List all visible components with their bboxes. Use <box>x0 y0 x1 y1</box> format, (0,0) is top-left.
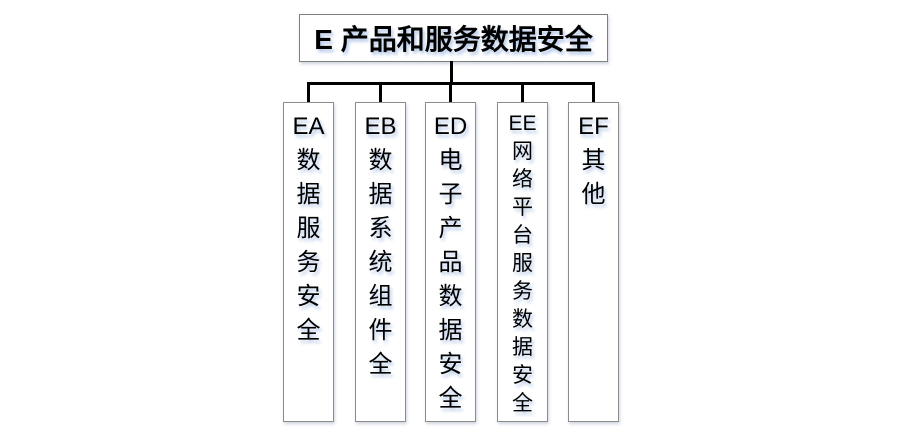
child-node-label: 数据系统组件全 <box>368 147 393 378</box>
root-node-label: E 产品和服务数据安全 <box>314 24 593 55</box>
connector-drop <box>379 82 382 103</box>
child-node-code: EA <box>292 113 325 140</box>
child-node-label: 电子产品数据安全 <box>438 147 463 412</box>
connector-stem <box>450 61 453 83</box>
child-node-label: 数据服务安全 <box>296 147 321 344</box>
child-node-code: EB <box>364 113 397 140</box>
child-node-code: EE <box>508 112 537 135</box>
root-node: E 产品和服务数据安全 <box>299 14 608 62</box>
child-node-ed: ED 电子产品数据安全 <box>425 102 476 422</box>
child-node-ee: EE 网络平台服务数据安全 <box>497 102 548 422</box>
child-node-ea: EA 数据服务安全 <box>283 102 334 422</box>
connector-drop <box>592 82 595 103</box>
child-node-eb: EB 数据系统组件全 <box>355 102 406 422</box>
connector-drop <box>449 82 452 103</box>
connector-drop <box>307 82 310 103</box>
child-node-code: EF <box>578 113 609 140</box>
child-node-ef: EF 其他 <box>568 102 619 422</box>
child-node-code: ED <box>433 113 468 140</box>
child-node-label: 其他 <box>581 147 606 208</box>
child-node-label: 网络平台服务数据安全 <box>512 140 533 415</box>
connector-drop <box>521 82 524 103</box>
